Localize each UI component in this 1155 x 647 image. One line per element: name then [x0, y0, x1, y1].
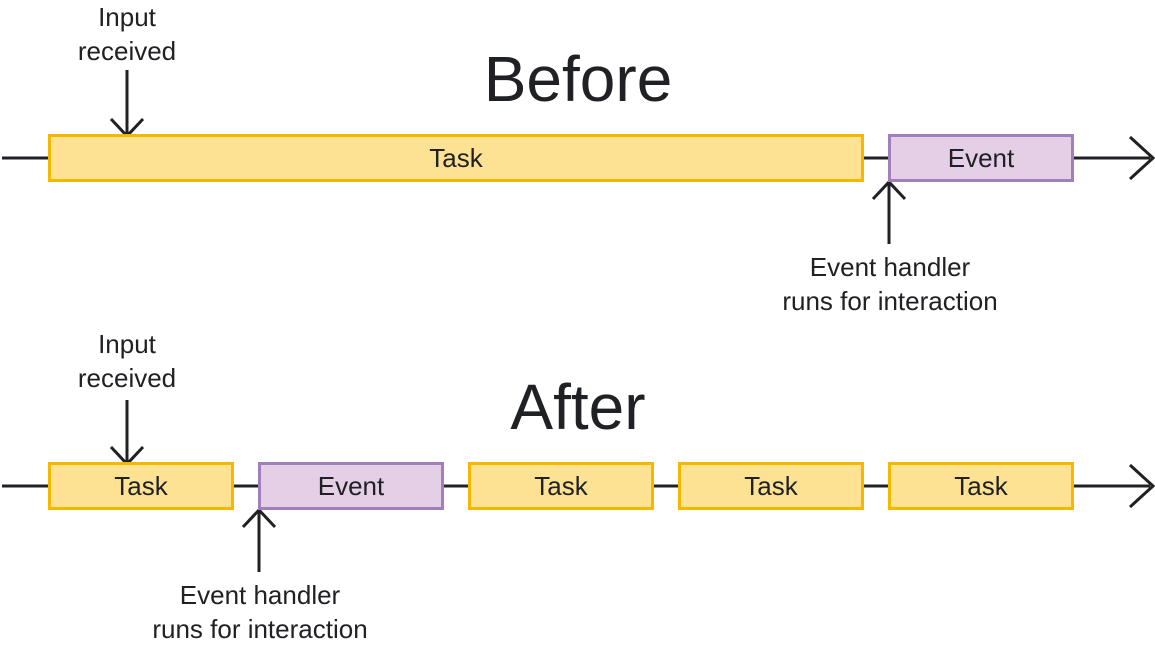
after-title: After: [510, 371, 646, 443]
before-input-label-line1: Input: [98, 2, 156, 32]
after-event-block: Event: [258, 462, 444, 510]
after-task-block-2: Task: [468, 462, 654, 510]
after-handler-arrowhead: [241, 507, 277, 529]
before-input-label: Input received: [57, 0, 197, 68]
after-task-label-3: Task: [744, 470, 798, 501]
after-task-label-2: Task: [534, 470, 588, 501]
before-event-label: Event: [947, 142, 1015, 173]
after-task-block-1: Task: [48, 462, 234, 510]
after-input-label: Input received: [57, 327, 197, 395]
after-input-label-line2: received: [77, 363, 177, 393]
before-title: Before: [483, 43, 673, 115]
after-task-block-4: Task: [888, 462, 1074, 510]
after-handler-label: Event handler runs for interaction: [110, 578, 410, 646]
before-handler-label-line2: runs for interaction: [782, 286, 998, 316]
after-task-label-1: Task: [114, 470, 168, 501]
before-timeline-arrowhead: [1128, 135, 1155, 181]
before-event-block: Event: [888, 134, 1074, 182]
after-handler-label-line1: Event handler: [179, 580, 341, 610]
after-task-block-3: Task: [678, 462, 864, 510]
after-event-label: Event: [317, 470, 385, 501]
after-timeline-arrowhead: [1128, 463, 1155, 509]
before-handler-arrowhead: [871, 179, 907, 201]
before-handler-label: Event handler runs for interaction: [740, 250, 1040, 318]
before-task-label: Task: [429, 142, 483, 173]
before-task-block: Task: [48, 134, 864, 182]
before-input-label-line2: received: [77, 36, 177, 66]
before-handler-label-line1: Event handler: [809, 252, 971, 282]
after-input-label-line1: Input: [98, 329, 156, 359]
after-handler-label-line2: runs for interaction: [152, 614, 368, 644]
after-task-label-4: Task: [954, 470, 1008, 501]
